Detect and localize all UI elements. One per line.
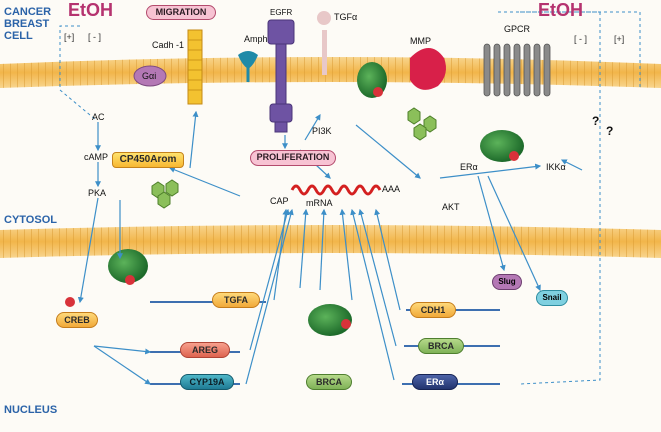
section-label-line: CELL (4, 30, 33, 42)
cp450arom-box: CP450Arom (112, 152, 184, 168)
era-receptor-nuclear (308, 304, 352, 336)
mmp-label: MMP (410, 36, 431, 46)
camp-label: cAMP (84, 152, 109, 162)
section-label-cancer-breast-cell: CANCER BREAST CELL (4, 6, 51, 42)
mrna-strand (290, 184, 382, 196)
ikka-label: IKKα (546, 162, 566, 172)
etoh-left-minus: [ - ] (88, 32, 101, 42)
brca-center-box: BRCA (306, 374, 352, 390)
areg-gene-box: AREG (180, 342, 230, 358)
gai-label: Gαi (142, 71, 157, 81)
akt-label: AKT (442, 202, 460, 212)
proliferation-label: PROLIFERATION (250, 150, 336, 166)
egfr-label: EGFR (270, 8, 293, 17)
section-label-cytosol: CYTOSOL (4, 214, 57, 226)
nuclear-membrane-lipids (0, 225, 661, 258)
brca-right-box: BRCA (418, 338, 464, 354)
section-label-line: BREAST (4, 18, 50, 30)
question-mark-1: ? (592, 114, 600, 128)
gpcr-shape (483, 43, 551, 97)
section-label-line: CANCER (4, 6, 52, 18)
creb-box: CREB (56, 312, 98, 328)
section-label-nucleus: NUCLEUS (4, 404, 58, 416)
tgfa-label: TGFα (334, 12, 358, 22)
mrna-label: mRNA (306, 198, 333, 208)
etoh-dashed-lines (59, 11, 641, 385)
cadh-label: Cadh -1 (152, 40, 185, 50)
gai-shape (133, 65, 167, 87)
pka-label: PKA (88, 188, 107, 198)
era-gene-box: ERα (412, 374, 458, 390)
cdh1-gene-box: CDH1 (410, 302, 456, 318)
question-mark-2: ? (606, 124, 614, 138)
snail-label: Snail (536, 290, 568, 306)
phosphate-markers (65, 87, 519, 329)
mmp-shape (410, 48, 446, 90)
gpcr-label: GPCR (504, 24, 531, 34)
cap-label: CAP (270, 196, 289, 206)
cell-membrane-lipids (0, 57, 661, 88)
etoh-right-plus: [+] (614, 34, 625, 44)
amph-label: Amph (244, 34, 268, 44)
etoh-right-minus: [ - ] (574, 34, 587, 44)
pi3k-label: PI3K (312, 126, 332, 136)
cyp19a-gene-box: CYP19A (180, 374, 234, 390)
tgfa-gene-box: TGFA (212, 292, 260, 308)
aaa-label: AAA (382, 184, 401, 194)
etoh-right-label: EtOH (538, 0, 583, 20)
etoh-left-plus: [+] (64, 32, 75, 42)
tgfa-shape (317, 11, 331, 25)
e2-molecules (151, 107, 437, 209)
migration-label: MIGRATION (146, 5, 216, 20)
cadherin-column (187, 29, 203, 105)
egfr-receptor (267, 19, 295, 133)
slug-label: Slug (492, 274, 522, 290)
etoh-left-label: EtOH (68, 0, 113, 20)
pathway-arrows (77, 110, 583, 385)
ac-label: AC (92, 112, 105, 122)
era-cytosol-label: ERα (460, 162, 478, 172)
